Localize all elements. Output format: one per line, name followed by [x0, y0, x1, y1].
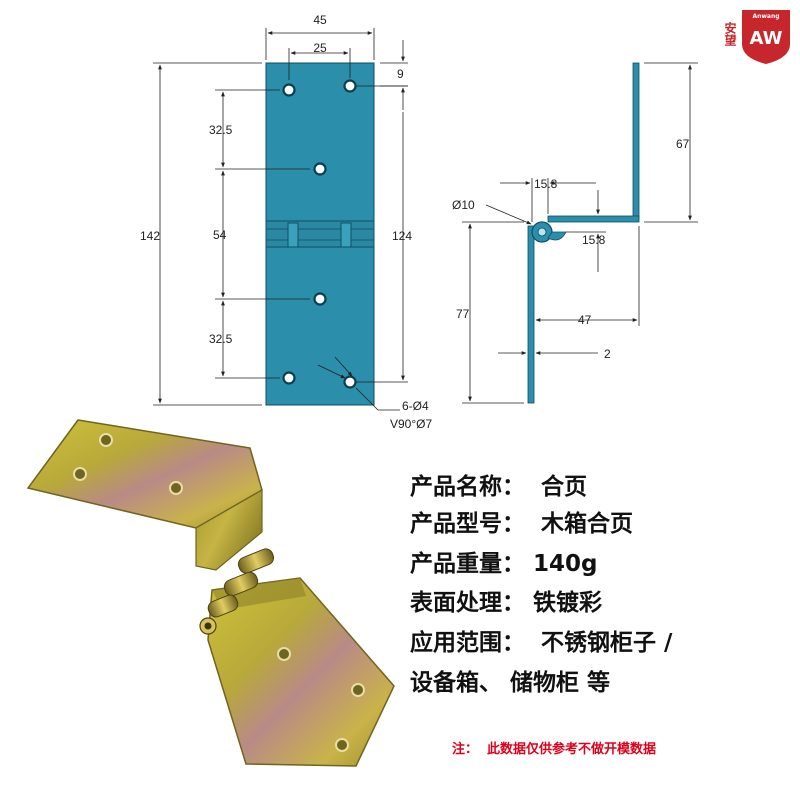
spec-value: 铁镀彩	[533, 590, 603, 616]
photo-bend	[195, 488, 263, 571]
dim-length-overall: 142	[140, 229, 160, 243]
spec-label: 产品型号：	[410, 511, 525, 537]
spec-label: 表面处理：	[410, 590, 525, 616]
side-view: 67 Ø10 15.8 15.8 77 47 2	[452, 62, 698, 404]
photo-holes	[73, 433, 365, 752]
hole	[343, 375, 357, 389]
spec-row-finish: 表面处理： 铁镀彩	[410, 592, 602, 615]
spec-value: 合页	[541, 474, 588, 500]
spec-value: 木箱合页	[541, 511, 634, 537]
dim-edge-to-hole: 9	[397, 67, 404, 81]
spec-row-application: 应用范围： 不锈钢柜子 /	[410, 632, 672, 655]
dim-reach: 47	[578, 313, 592, 327]
dim-knuckle-diameter: Ø10	[452, 198, 475, 212]
spec-row-weight: 产品重量： 140g	[410, 553, 598, 576]
hole	[313, 162, 327, 176]
lower-leaf	[265, 246, 375, 406]
front-view: 45 25 9 142 124 32.5 54 32.5 6-Ø4 V90°Ø7	[140, 13, 432, 431]
hinge-photo	[26, 419, 395, 767]
dim-upper-leg: 67	[676, 137, 690, 151]
hole	[282, 371, 296, 385]
knuckle-pin-left	[287, 222, 299, 248]
spec-value: 设备箱、 储物柜 等	[410, 670, 611, 696]
dim-pitch-mid: 54	[213, 228, 227, 242]
dim-lower-leg: 77	[456, 307, 470, 321]
dim-thickness: 2	[604, 347, 611, 361]
brand-name-en: Anwang	[752, 13, 779, 20]
upper-leaf	[265, 62, 375, 222]
mounting-holes	[282, 79, 357, 389]
spec-row-application-cont: 设备箱、 储物柜 等	[410, 672, 610, 695]
dim-pitch-bottom: 32.5	[209, 332, 233, 346]
dim-hole-span: 124	[392, 229, 412, 243]
brand-name-cn: 安望	[723, 21, 737, 47]
brand-mark: AW	[750, 28, 783, 49]
spec-label: 应用范围：	[410, 630, 525, 656]
knuckle-band	[265, 220, 375, 248]
spec-row-name: 产品名称： 合页	[410, 476, 587, 499]
hole	[313, 292, 327, 306]
spec-label: 产品重量：	[410, 551, 525, 577]
spec-value: 140g	[533, 551, 598, 577]
photo-knuckles	[199, 548, 275, 635]
shield-icon	[742, 10, 790, 64]
dim-offset-b: 15.8	[582, 233, 606, 247]
disclaimer-note: 注： 此数据仅供参考不做开模数据	[452, 742, 657, 757]
spec-label: 产品名称：	[410, 474, 525, 500]
spec-value: 不锈钢柜子 /	[541, 630, 673, 656]
hole	[343, 79, 357, 93]
dim-countersink-callout: V90°Ø7	[390, 417, 432, 431]
dim-offset-a: 15.8	[534, 177, 558, 191]
dim-holes-callout: 6-Ø4	[402, 399, 429, 413]
dim-width-overall: 45	[313, 13, 327, 27]
dim-pitch-top: 32.5	[209, 123, 233, 137]
dim-hole-spacing: 25	[313, 41, 327, 55]
spec-row-model: 产品型号： 木箱合页	[410, 513, 633, 536]
knuckle-pin-right	[340, 222, 352, 248]
brand-logo: 安望 AW Anwang	[723, 10, 790, 64]
hole	[282, 83, 296, 97]
